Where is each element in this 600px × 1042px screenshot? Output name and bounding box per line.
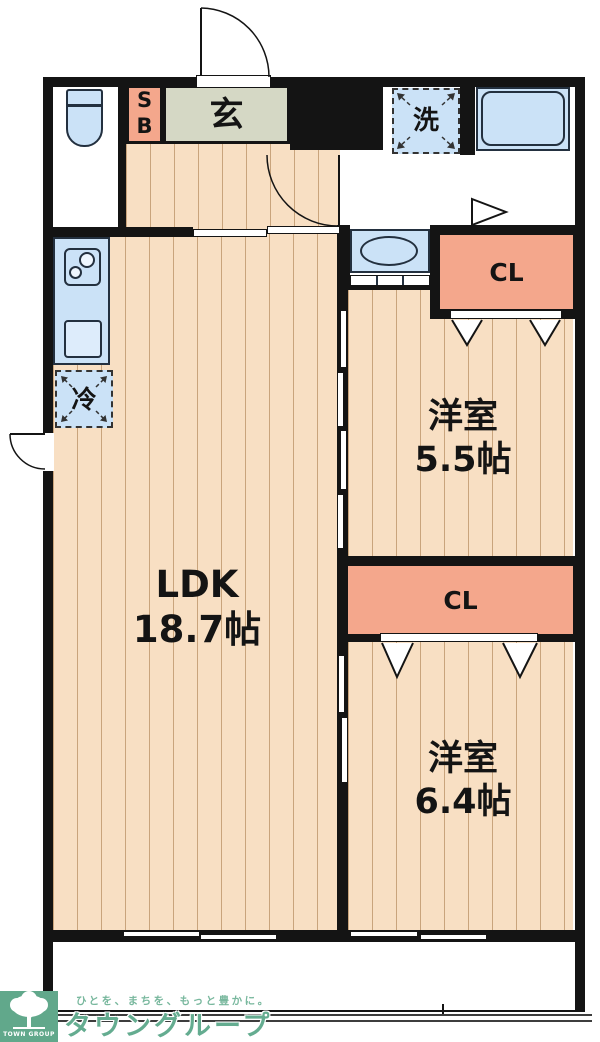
balcony-divider-tick [442,1004,444,1016]
shoe-box [126,85,163,144]
tree-icon [10,991,48,1029]
room2-sliding-door-panel [338,655,345,713]
toilet-bowl-icon [66,105,103,147]
ldk-name: LDK [155,563,239,606]
wall-toilet-right [118,77,126,232]
room1-sliding-door-panel [340,310,347,368]
toilet-tank-icon [66,89,103,106]
shoe-box-label-s: S [136,88,153,112]
shoe-box-label: S B [126,88,163,139]
room1-sliding-door-panel [337,494,344,549]
genkan-label: 玄 [209,95,244,135]
closet1 [440,235,573,309]
stove-burner-icon [69,266,82,279]
ldk-size: 18.7帖 [132,608,262,652]
closet2-label: CL [443,586,478,615]
service-door-gap [42,433,54,471]
bathroom-folding-door-icon [471,197,509,227]
brand-slogan: ひとを、まちを、もっと豊かに。 [76,995,271,1007]
kitchen-sink-icon [64,320,102,358]
room1-sliding-door-panel [337,372,344,427]
closet1-door-track [450,310,562,319]
cabinet-divider [378,276,405,285]
room1-sliding-door-panel [340,430,347,490]
washer-label: 洗 [412,106,439,136]
wall-basin-bottom [340,282,432,290]
western-room1-label: 洋室 5.5帖 [363,396,563,481]
room2-window-panel [350,931,418,937]
floor-entry-hall [126,144,340,232]
room2-window-panel [420,934,487,940]
brand-rule-top [52,1014,592,1016]
entrance-door-swing-arc [200,7,270,78]
western-room2-name: 洋室 [427,739,498,779]
balcony-edge [43,1010,585,1012]
brand-name: タウングループ [64,1011,273,1042]
service-door-swing-arc [9,433,46,470]
town-group-logo [0,991,58,1042]
entrance-threshold [196,75,271,88]
western-room1-size: 5.5帖 [414,439,512,480]
western-room2-label: 洋室 6.4帖 [363,738,563,823]
wall-pipe-shaft [290,77,383,150]
wall-left [43,77,53,1012]
closet2-door-track [380,633,538,642]
wall-right [575,77,585,1012]
western-room2-size: 6.4帖 [414,781,512,822]
genkan-tile [163,85,290,144]
ldk-window-panel [200,934,277,940]
ldk-window-panel [123,931,200,937]
wall-bathroom-left [460,77,475,155]
stove-burner-icon [79,252,95,268]
ldk-label: LDK 18.7帖 [97,562,297,652]
hall-sliding-door-panel [267,226,340,234]
shoe-box-label-b: B [136,113,153,138]
town-group-text: TOWN GROUP [3,1031,55,1038]
stove-icon [64,248,101,286]
closet2 [348,566,573,634]
cabinet-divider [404,276,429,285]
closet1-label: CL [489,258,524,287]
fridge-label: 冷 [71,385,97,414]
room2-sliding-door-panel [341,717,348,783]
bathtub-icon [481,91,565,146]
brand-rule-bottom [52,1020,592,1022]
washbasin-bowl-icon [360,236,418,266]
cabinet-divider [351,276,378,285]
wall-hall-bottom [43,227,193,237]
washbasin-cabinet [350,275,430,286]
hall-sliding-door-panel [193,229,267,237]
western-room1-name: 洋室 [427,397,498,437]
floor-western-room-2 [348,642,573,930]
